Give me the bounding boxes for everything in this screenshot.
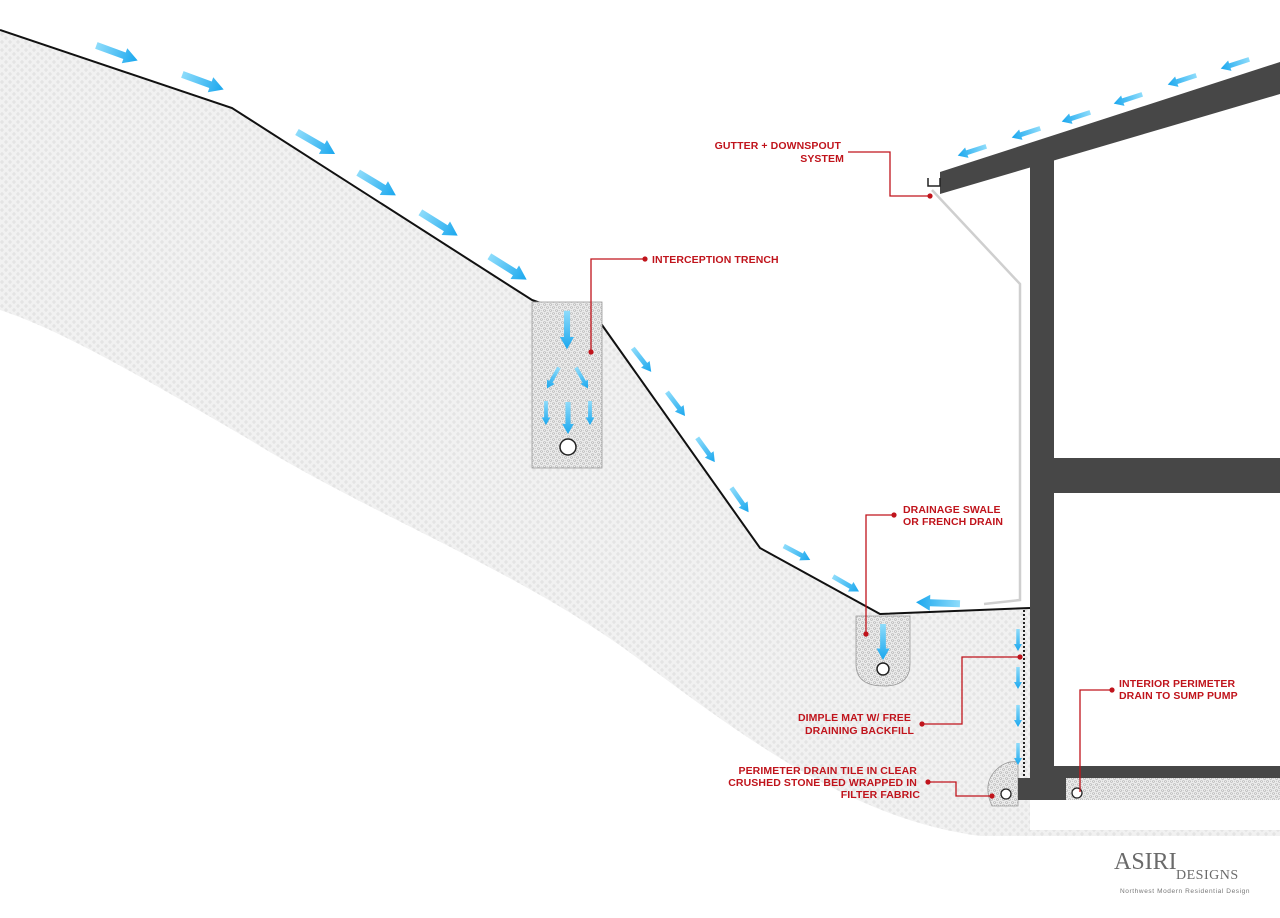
- trench-pipe-icon: [559, 438, 577, 456]
- floor-slab: [1054, 458, 1280, 493]
- interception-trench-callout-line: INTERCEPTION TRENCH: [652, 254, 779, 266]
- interior-drain-callout-label: INTERIOR PERIMETER DRAIN TO SUMP PUMP: [1119, 678, 1238, 702]
- gutter-callout-label: GUTTER + DOWNSPOUT SYSTEM: [715, 140, 845, 165]
- dimple-mat-callout-line: DRAINING BACKFILL: [805, 725, 915, 737]
- roof: [940, 62, 1280, 194]
- drainage-swale-callout-line: OR FRENCH DRAIN: [903, 516, 1003, 528]
- logo-sub-text: DESIGNS: [1176, 868, 1239, 883]
- interception-trench-callout-label: INTERCEPTION TRENCH: [652, 254, 779, 266]
- perimeter-drain-callout-label: PERIMETER DRAIN TILE IN CLEAR CRUSHED ST…: [728, 765, 920, 801]
- footing: [1018, 778, 1066, 800]
- dimple-mat-callout-line: DIMPLE MAT W/ FREE: [798, 712, 911, 724]
- dimple-mat-callout-label: DIMPLE MAT W/ FREE DRAINING BACKFILL: [798, 712, 915, 737]
- water-flow-arrow-icon: [1060, 107, 1092, 127]
- french-drain-pipe-icon: [876, 662, 890, 676]
- gutter-callout-line: SYSTEM: [800, 153, 844, 165]
- house-structure: [940, 62, 1280, 800]
- perimeter-drain-callout-line: PERIMETER DRAIN TILE IN CLEAR: [738, 765, 917, 777]
- drainage-swale-callout-line: DRAINAGE SWALE: [903, 504, 1001, 516]
- water-flow-arrow-icon: [956, 141, 988, 161]
- gutter-downspout: [927, 178, 1022, 606]
- perimeter-drain-callout-line: FILTER FABRIC: [841, 789, 921, 801]
- asiri-designs-logo: ASIRI DESIGNS Northwest Modern Residenti…: [1114, 849, 1250, 895]
- interior-drain-callout-line: DRAIN TO SUMP PUMP: [1119, 690, 1238, 702]
- underslab-gravel: [1066, 778, 1280, 800]
- logo-tagline: Northwest Modern Residential Design: [1120, 888, 1250, 895]
- basement-slab: [1054, 766, 1280, 778]
- drainage-swale-callout-label: DRAINAGE SWALE OR FRENCH DRAIN: [903, 504, 1004, 528]
- interior-drain-callout-line: INTERIOR PERIMETER: [1119, 678, 1235, 690]
- logo-main-text: ASIRI: [1114, 849, 1177, 875]
- perimeter-drain-pipe-icon: [1000, 788, 1012, 800]
- water-flow-arrow-icon: [1166, 70, 1198, 90]
- gutter-callout-line: GUTTER + DOWNSPOUT: [715, 140, 842, 152]
- perimeter-drain-callout-line: CRUSHED STONE BED WRAPPED IN: [728, 777, 917, 789]
- water-flow-arrow-icon: [1010, 123, 1042, 143]
- soil-mass: [0, 30, 1280, 836]
- exterior-wall: [1030, 160, 1054, 800]
- perimeter-drain-bed: [987, 761, 1019, 807]
- water-flow-arrow-icon: [1219, 54, 1251, 74]
- water-flow-arrow-icon: [1112, 89, 1144, 109]
- callout-leaders: [588, 151, 1115, 799]
- water-flow-arrow-icon: [915, 594, 961, 612]
